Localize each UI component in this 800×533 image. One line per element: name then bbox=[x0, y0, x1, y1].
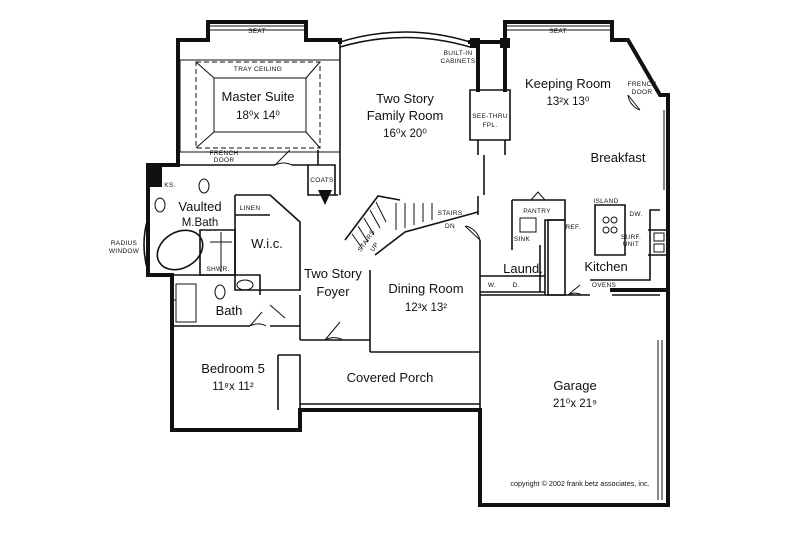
french-door-right-2: DOOR bbox=[632, 89, 653, 96]
french-door-right-1: FRENCH bbox=[628, 81, 657, 88]
dw-label: DW. bbox=[629, 211, 642, 218]
covered-porch-label: Covered Porch bbox=[347, 370, 434, 385]
wic-label: W.i.c. bbox=[251, 236, 283, 251]
wall-fills bbox=[148, 38, 510, 205]
linen-label: LINEN bbox=[240, 205, 261, 212]
coats-label: COATS bbox=[310, 177, 334, 184]
radius-window-2: WINDOW bbox=[109, 248, 140, 255]
surf-unit-2: UNIT bbox=[623, 241, 639, 248]
seat-left-label: SEAT bbox=[248, 28, 266, 35]
ref-label: REF. bbox=[565, 224, 580, 231]
family-room-label-2: Family Room bbox=[367, 108, 444, 123]
sink-label: SINK bbox=[514, 236, 531, 243]
doors bbox=[249, 94, 641, 341]
see-thru-label-1: SEE-THRU bbox=[472, 113, 508, 120]
surf-unit-1: SURF. bbox=[621, 234, 641, 241]
keeping-room-dim: 13²x 13⁰ bbox=[547, 96, 590, 108]
copyright-notice: copyright © 2002 frank betz associates, … bbox=[510, 479, 649, 488]
annotations: SEAT SEAT TRAY CEILING BUILT-IN CABINETS… bbox=[109, 28, 657, 289]
foyer-label-1: Two Story bbox=[304, 266, 362, 281]
pantry-label: PANTRY bbox=[523, 208, 551, 215]
garage-dim: 21⁰x 21⁹ bbox=[553, 398, 597, 410]
radius-window-1: RADIUS bbox=[111, 240, 138, 247]
garage-label: Garage bbox=[553, 378, 596, 393]
washer-label: W. bbox=[488, 282, 496, 289]
island-label: ISLAND bbox=[593, 198, 618, 205]
room-labels: Master Suite 18⁰x 14⁰ Two Story Family R… bbox=[178, 76, 645, 410]
interior-walls bbox=[172, 40, 669, 505]
exterior-walls bbox=[143, 20, 670, 507]
windows bbox=[172, 25, 665, 500]
french-door-left-1: FRENCH bbox=[210, 150, 239, 157]
kitchen-label: Kitchen bbox=[584, 259, 627, 274]
french-door-left-2: DOOR bbox=[214, 157, 235, 164]
ks-label: KS. bbox=[164, 182, 175, 189]
seat-right-label: SEAT bbox=[549, 28, 567, 35]
vaulted-label-1: Vaulted bbox=[178, 199, 221, 214]
ovens-label: OVENS bbox=[592, 282, 617, 289]
bedroom5-dim: 11⁸x 11² bbox=[212, 381, 254, 393]
family-room-dim: 16⁰x 20⁰ bbox=[383, 128, 427, 140]
dining-room-dim: 12³x 13² bbox=[405, 302, 447, 314]
tray-ceiling-label: TRAY CEILING bbox=[234, 66, 282, 73]
dining-room-label: Dining Room bbox=[388, 281, 463, 296]
master-suite-label: Master Suite bbox=[222, 89, 295, 104]
built-in-label-1: BUILT-IN bbox=[444, 50, 473, 57]
master-suite-dim: 18⁰x 14⁰ bbox=[236, 110, 280, 122]
vaulted-label-2: M.Bath bbox=[182, 217, 218, 229]
bedroom5-label: Bedroom 5 bbox=[201, 361, 265, 376]
tray-ceiling bbox=[179, 59, 341, 153]
built-in-label-2: CABINETS bbox=[441, 58, 476, 65]
stairs bbox=[351, 201, 433, 249]
bath-label: Bath bbox=[216, 303, 243, 318]
stairs-dn-1: STAIRS bbox=[438, 210, 463, 217]
breakfast-label: Breakfast bbox=[591, 150, 646, 165]
bathtub bbox=[156, 229, 204, 271]
dryer-label: D. bbox=[512, 282, 519, 289]
stairs-up-2: UP bbox=[369, 241, 380, 253]
family-room-label-1: Two Story bbox=[376, 91, 434, 106]
see-thru-label-2: FPL. bbox=[483, 122, 498, 129]
stairs-dn-2: DN bbox=[445, 223, 455, 230]
foyer-label-2: Foyer bbox=[316, 284, 350, 299]
fixtures bbox=[154, 178, 665, 323]
shwr-label: SHWR. bbox=[206, 266, 229, 273]
laundry-label: Laund. bbox=[503, 261, 543, 276]
keeping-room-label: Keeping Room bbox=[525, 76, 611, 91]
